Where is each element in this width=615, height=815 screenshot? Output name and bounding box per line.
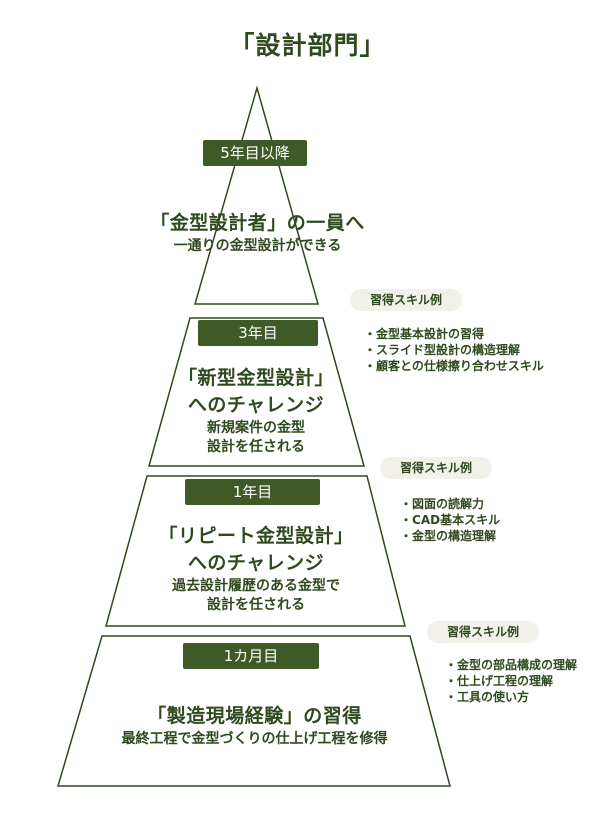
skill-item: 顧客との仕様擦り合わせスキル <box>364 358 544 374</box>
period-badge-1-month: 1カ月目 <box>183 643 319 669</box>
pyramid-tier-2 <box>105 475 406 627</box>
skills-label-3-years: 習得スキル例 <box>350 289 462 311</box>
tier-heading: 「リピート金型設計」 <box>158 525 354 547</box>
tier-description: 設計を任される <box>207 597 305 613</box>
skill-item: 仕上げ工程の理解 <box>445 673 577 689</box>
skills-label-1-month: 習得スキル例 <box>427 621 539 643</box>
tier-1-month-text: 「製造現場経験」の習得 最終工程で金型づくりの仕上げ工程を修得 <box>62 703 447 749</box>
tier-heading: 「金型設計者」の一員へ <box>150 212 365 234</box>
tier-description: 新規案件の金型 <box>207 420 305 436</box>
skills-label-1-year: 習得スキル例 <box>380 457 492 479</box>
period-badge-1-year: 1年目 <box>185 479 320 505</box>
tier-5-years-text: 「金型設計者」の一員へ 一通りの金型設計ができる <box>120 210 395 256</box>
skill-item: CAD基本スキル <box>400 512 500 528</box>
period-badge-3-years: 3年目 <box>198 320 318 346</box>
pyramid-apex-tier <box>194 85 319 305</box>
skills-list-1-month: 金型の部品構成の理解 仕上げ工程の理解 工具の使い方 <box>445 657 577 705</box>
pyramid-tier-3 <box>148 317 365 467</box>
skills-list-1-year: 図面の読解力 CAD基本スキル 金型の構造理解 <box>400 496 500 544</box>
tier-heading: へのチャレンジ <box>187 394 325 416</box>
tier-3-years-text: 「新型金型設計」 へのチャレンジ 新規案件の金型 設計を任される <box>150 365 362 457</box>
skill-item: スライド型設計の構造理解 <box>364 342 544 358</box>
skill-item: 金型の部品構成の理解 <box>445 657 577 673</box>
period-badge-5-years: 5年目以降 <box>203 140 307 166</box>
page-title: 「設計部門」 <box>229 31 386 60</box>
tier-description: 設計を任される <box>207 439 305 455</box>
tier-heading: 「新型金型設計」 <box>177 367 334 389</box>
skills-list-3-years: 金型基本設計の習得 スライド型設計の構造理解 顧客との仕様擦り合わせスキル <box>364 326 544 374</box>
tier-description: 過去設計履歴のある金型で <box>172 578 340 594</box>
skill-item: 金型基本設計の習得 <box>364 326 544 342</box>
skill-item: 工具の使い方 <box>445 689 577 705</box>
tier-description: 最終工程で金型づくりの仕上げ工程を修得 <box>121 731 388 747</box>
pyramid-tier-1 <box>56 635 451 787</box>
tier-description: 一通りの金型設計ができる <box>173 238 342 254</box>
tier-heading: へのチャレンジ <box>187 552 325 574</box>
tier-heading: 「製造現場経験」の習得 <box>147 705 362 727</box>
tier-1-year-text: 「リピート金型設計」 へのチャレンジ 過去設計履歴のある金型で 設計を任される <box>110 523 402 615</box>
skill-item: 金型の構造理解 <box>400 528 500 544</box>
skill-item: 図面の読解力 <box>400 496 500 512</box>
